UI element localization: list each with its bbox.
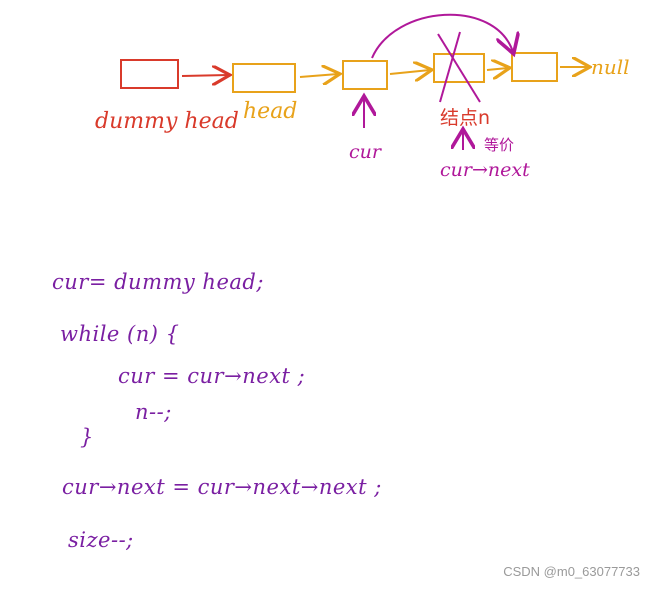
dummy-head-label: dummy head — [95, 109, 239, 134]
head-label: head — [243, 99, 297, 124]
equivalent-label: 等价 — [484, 136, 514, 154]
n-to-next-arrow — [486, 68, 508, 70]
code-line-3: cur = cur→next ; — [118, 364, 306, 388]
delete-cross-2 — [439, 31, 461, 103]
code-line-1: cur= dummy head; — [52, 270, 264, 294]
code-line-2: while (n) { — [60, 322, 180, 346]
null-label: null — [591, 55, 630, 79]
next-node — [511, 52, 558, 82]
cur-next-label: cur→next — [440, 159, 530, 181]
node-n-label: 结点n — [440, 107, 490, 129]
dummy-to-head-arrow — [181, 75, 228, 76]
linked-list-diagram: dummy head head null cur 结点n 等价 cur→next — [95, 13, 630, 181]
node-n — [433, 53, 485, 83]
code-line-4: n--; — [135, 400, 172, 424]
delete-cross-1 — [437, 33, 481, 103]
head-node — [232, 63, 296, 93]
skip-arc — [371, 13, 513, 59]
code-line-5: } — [80, 425, 94, 449]
code-line-6: cur→next = cur→next→next ; — [62, 475, 382, 499]
cur-to-n-arrow — [389, 70, 430, 74]
code-line-7: size--; — [68, 528, 134, 552]
cur-label: cur — [349, 141, 383, 163]
watermark: CSDN @m0_63077733 — [503, 564, 640, 579]
cur-node — [342, 60, 388, 90]
dummy-head-node — [120, 59, 179, 89]
head-to-cur-arrow — [299, 74, 338, 77]
